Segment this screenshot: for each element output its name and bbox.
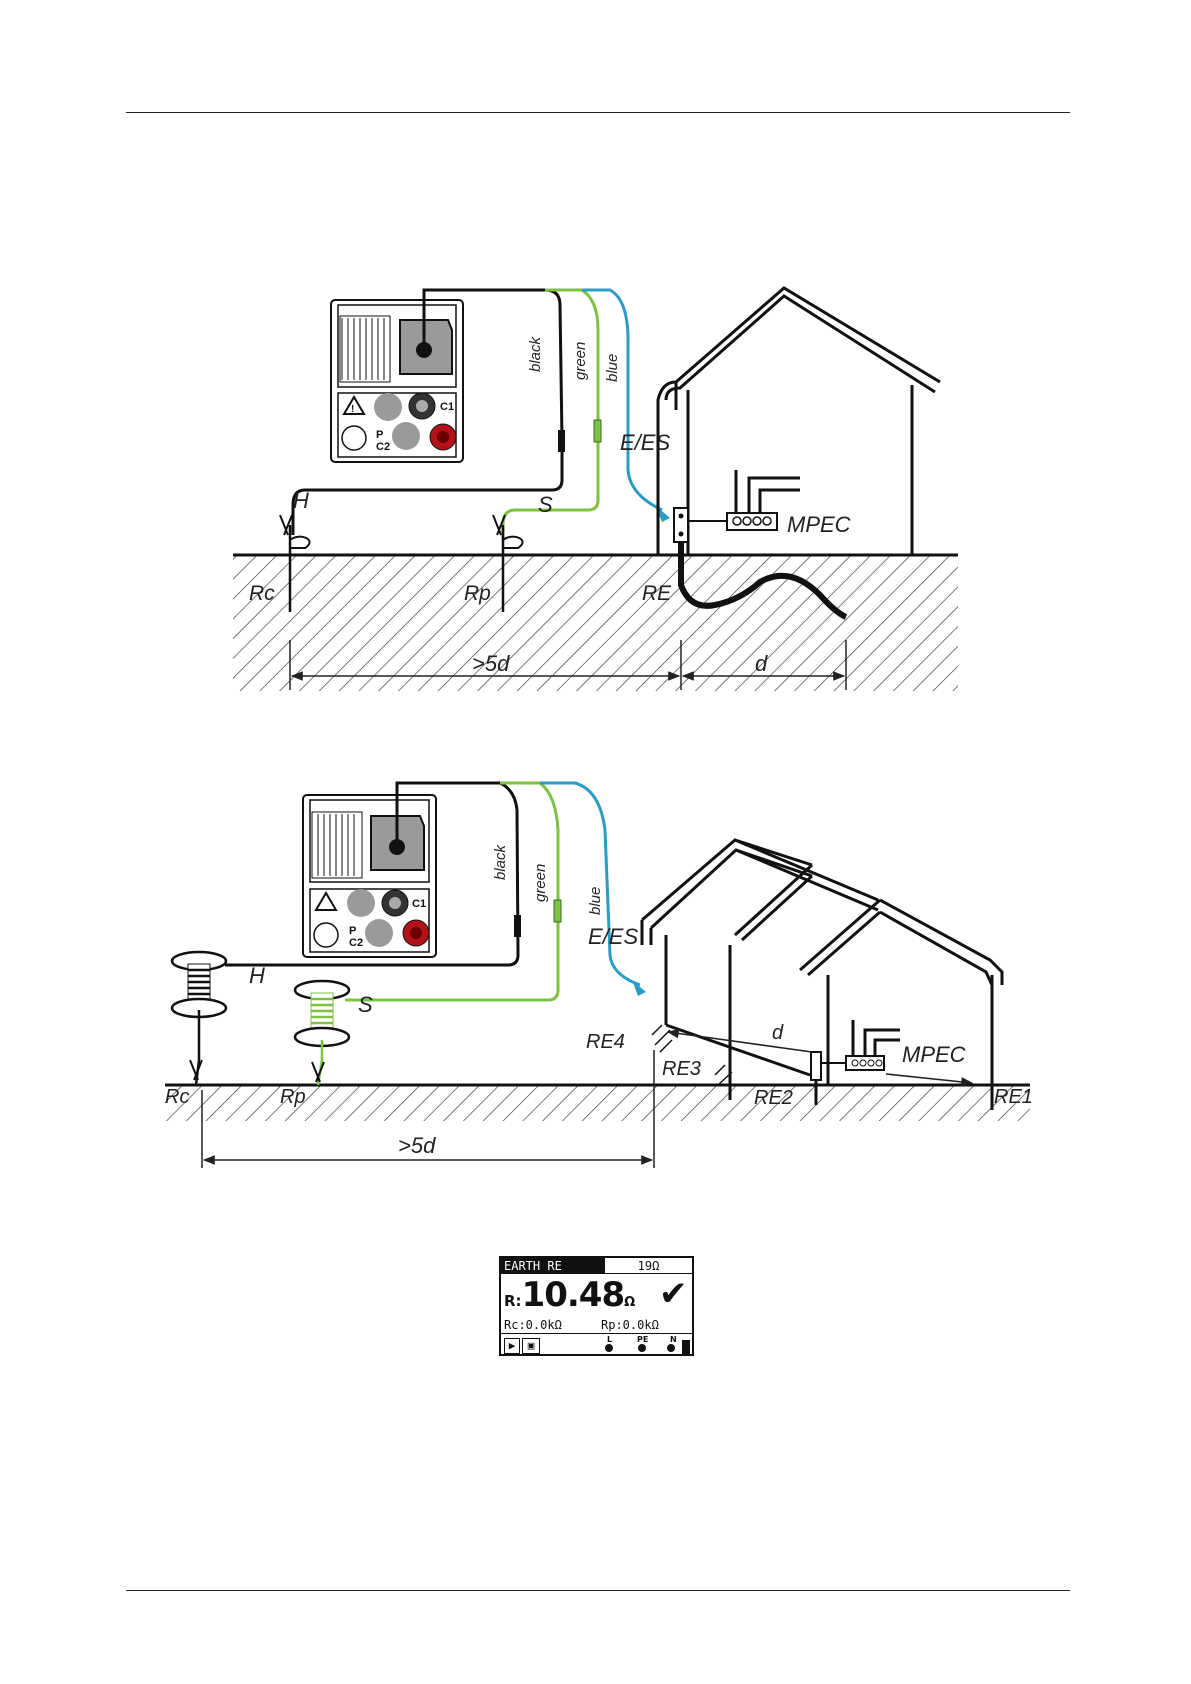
connector-icon <box>342 426 366 450</box>
terminal-l-dot <box>605 1344 613 1352</box>
svg-text:!: ! <box>351 404 354 415</box>
re2-label: RE2 <box>754 1087 793 1109</box>
rp-label-2: Rp <box>280 1086 306 1108</box>
terminal-c1-label: C1 <box>440 401 454 413</box>
terminal-l-indicator: L <box>607 1335 612 1344</box>
ground-hatch <box>233 555 958 691</box>
d-label-2: d <box>772 1022 784 1044</box>
socket-grey-2 <box>392 422 420 450</box>
ees-label: E/ES <box>620 430 670 455</box>
instrument-display: EARTH RE 19Ω R:10.48Ω ✔ Rc:0.0kΩ Rp:0.0k… <box>499 1256 694 1356</box>
lead-blue-label-2: blue <box>587 887 604 915</box>
lead-green-label-2: green <box>532 864 549 902</box>
result-unit: Ω <box>624 1295 635 1310</box>
terminal-p-label: P <box>376 429 383 441</box>
rc-label: Rc <box>249 582 275 605</box>
display-range: 19Ω <box>605 1258 692 1274</box>
connector-icon-2 <box>314 923 338 947</box>
display-result: R:10.48Ω <box>504 1275 635 1315</box>
terminal-n-indicator: N <box>670 1335 677 1344</box>
re-label: RE <box>642 582 672 605</box>
rp-reading: Rp:0.0kΩ <box>601 1318 659 1332</box>
lead-black-label-2: black <box>492 843 509 880</box>
terminal-c1-label-2: C1 <box>412 898 426 910</box>
probe-h-label: H <box>293 488 309 513</box>
ees-label-2: E/ES <box>588 924 638 949</box>
re4-label: RE4 <box>586 1031 625 1053</box>
figure-1-single-earth: ! C1 P C2 <box>233 288 958 691</box>
earth-clamp <box>674 508 688 542</box>
rp-label: Rp <box>464 582 491 605</box>
lead-blue <box>582 290 662 510</box>
battery-icon <box>682 1340 690 1355</box>
check-icon: ✔ <box>659 1274 688 1314</box>
terminal-c2-label-2: C2 <box>349 937 363 949</box>
figure-2-multiple-earth: C1 P C2 <box>165 783 1033 1168</box>
mpec-label-2: MPEC <box>902 1042 966 1067</box>
lead-black-label: black <box>527 335 544 372</box>
socket-grey-1 <box>374 393 402 421</box>
distance-5d-label-2: >5d <box>398 1133 436 1158</box>
distance-d-label: d <box>755 651 768 676</box>
cable-reel-black <box>172 952 226 1085</box>
instrument: ! C1 P C2 <box>331 300 463 462</box>
terminal-c2-label: C2 <box>376 441 390 453</box>
probe-h-label-2: H <box>249 963 265 988</box>
distance-5d-label: >5d <box>472 651 510 676</box>
instrument-2: C1 P C2 <box>303 795 436 957</box>
terminal-n-dot <box>667 1344 675 1352</box>
probe-s-label-2: S <box>358 992 373 1017</box>
terminal-pe-dot <box>638 1344 646 1352</box>
cable-reel-green <box>295 981 349 1085</box>
result-label: R: <box>504 1292 522 1310</box>
display-divider <box>501 1333 692 1334</box>
lead-blue-label: blue <box>604 354 621 382</box>
display-mode: EARTH RE <box>501 1258 605 1274</box>
save-icon: ▣ <box>522 1338 540 1354</box>
re3-label: RE3 <box>662 1058 701 1080</box>
terminal-pe-indicator: PE <box>637 1335 648 1344</box>
rc-label-2: Rc <box>165 1086 189 1108</box>
mpec-terminal-bar <box>727 513 777 530</box>
terminal-p-label-2: P <box>349 925 356 937</box>
display-header: EARTH RE 19Ω <box>501 1258 692 1274</box>
re1-label: RE1 <box>994 1086 1033 1108</box>
dimension-d-2 <box>668 1032 812 1052</box>
probe-s-label: S <box>538 492 553 517</box>
result-value: 10.48 <box>522 1275 625 1315</box>
lead-green-label: green <box>572 342 589 380</box>
mpec-label: MPEC <box>787 512 851 537</box>
rc-reading: Rc:0.0kΩ <box>504 1318 562 1332</box>
play-icon: ▶ <box>504 1338 520 1354</box>
